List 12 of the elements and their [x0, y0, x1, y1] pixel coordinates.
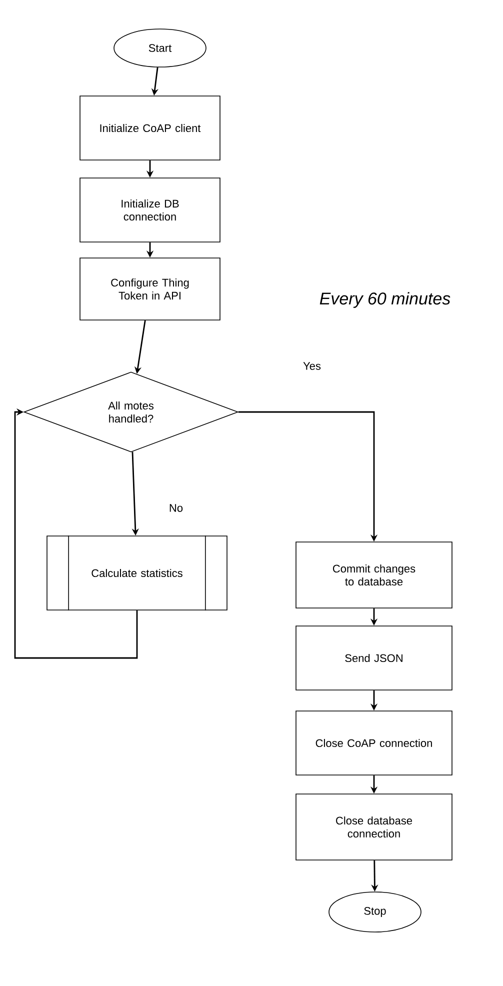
arrow	[14, 408, 138, 659]
edge-label: No	[170, 504, 183, 512]
edge-label: Yes	[303, 362, 321, 370]
note: Every 60 minutes	[320, 292, 450, 308]
process-box: Close CoAP connection	[296, 710, 452, 776]
process-box: Initialize CoAP client	[80, 96, 220, 160]
process-box: Close database connection	[296, 794, 452, 860]
process-box: Commit changes to database	[296, 542, 452, 608]
process-box: Initialize DB connection	[80, 178, 220, 242]
process-box: Send JSON	[296, 626, 452, 690]
process-box: Configure Thing Token in API	[80, 258, 220, 320]
subprocess-box: Calculate statistics	[46, 535, 228, 611]
